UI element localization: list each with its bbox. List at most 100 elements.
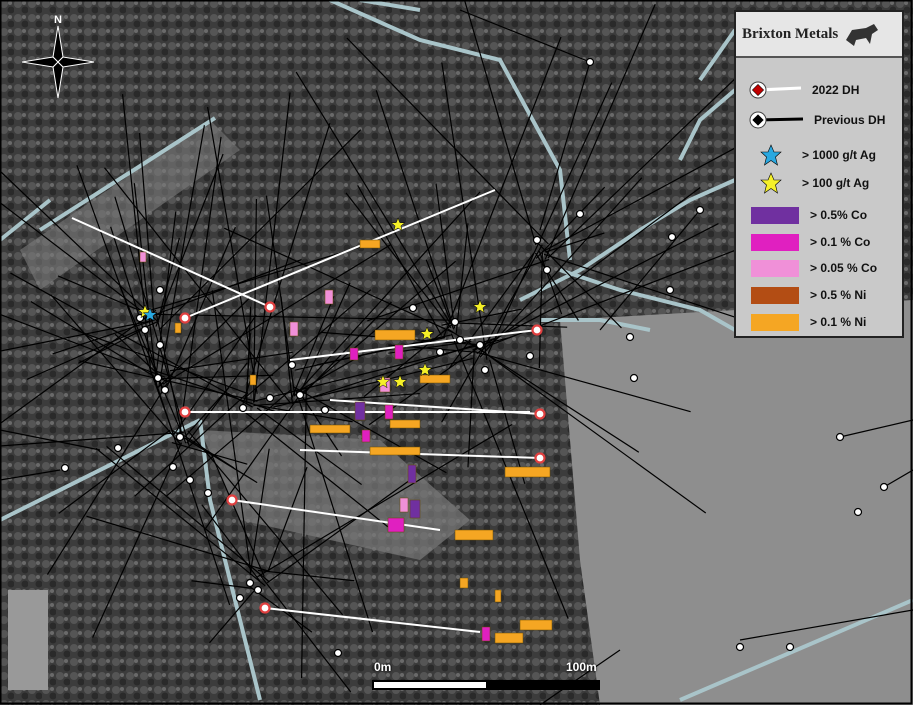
previous-collar[interactable] [140, 325, 150, 335]
previous-drill-trace [79, 360, 258, 402]
black-collar-icon [749, 111, 804, 129]
assay-interval [459, 577, 469, 589]
2022-collar[interactable] [259, 602, 271, 614]
previous-drill-trace [295, 389, 374, 633]
previous-drill-trace [58, 429, 171, 514]
legend-item-100-ag: > 100 g/t Ag [736, 172, 902, 194]
legend-item-1000-ag: > 1000 g/t Ag [736, 144, 902, 166]
2022-collar[interactable] [179, 406, 191, 418]
previous-collar[interactable] [245, 578, 255, 588]
previous-collar[interactable] [455, 335, 465, 345]
previous-collar[interactable] [853, 507, 863, 517]
previous-drill-trace [295, 71, 451, 324]
assay-interval [374, 329, 416, 341]
previous-drill-trace [253, 92, 291, 403]
previous-drill-trace [0, 170, 159, 323]
legend-item-co-05: > 0.5% Co [736, 205, 902, 225]
high-grade-ag-star [142, 307, 158, 322]
previous-drill-trace [209, 587, 258, 644]
previous-collar[interactable] [667, 232, 677, 242]
previous-drill-trace [290, 295, 335, 400]
previous-collar[interactable] [475, 340, 485, 350]
previous-collar[interactable] [695, 205, 705, 215]
previous-drill-trace [739, 609, 913, 641]
previous-drill-trace [10, 272, 253, 408]
previous-drill-trace [171, 442, 248, 465]
previous-collar[interactable] [168, 462, 178, 472]
previous-collar[interactable] [879, 482, 889, 492]
previous-collar[interactable] [408, 303, 418, 313]
previous-collar[interactable] [532, 235, 542, 245]
previous-collar[interactable] [835, 432, 845, 442]
previous-drill-trace [538, 250, 563, 315]
previous-collar[interactable] [153, 373, 163, 383]
previous-collar[interactable] [525, 351, 535, 361]
previous-collar[interactable] [480, 365, 490, 375]
assay-interval [174, 322, 182, 334]
drill-collars[interactable] [60, 57, 889, 658]
assay-interval [494, 589, 502, 603]
previous-collar[interactable] [265, 393, 275, 403]
2022-collar[interactable] [264, 301, 276, 313]
previous-collar[interactable] [253, 585, 263, 595]
previous-collar[interactable] [155, 340, 165, 350]
previous-collar[interactable] [60, 463, 70, 473]
previous-drill-trace [357, 185, 443, 336]
previous-drill-trace [162, 243, 392, 385]
previous-collar[interactable] [155, 285, 165, 295]
previous-drill-trace [171, 429, 258, 484]
previous-drill-trace [452, 322, 568, 328]
2022-collar[interactable] [531, 324, 543, 336]
scale-bar-graphic [372, 680, 600, 690]
assay-interval [369, 446, 421, 456]
previous-collar[interactable] [287, 360, 297, 370]
previous-drill-trace [375, 90, 453, 323]
2022-collar[interactable] [226, 494, 238, 506]
previous-drill-trace [155, 311, 184, 438]
previous-collar[interactable] [665, 285, 675, 295]
previous-collar[interactable] [160, 385, 170, 395]
previous-collar[interactable] [333, 648, 343, 658]
previous-drill-trace [0, 469, 61, 481]
previous-collar[interactable] [735, 642, 745, 652]
assay-interval [519, 619, 553, 631]
previous-drill-trace [293, 191, 481, 397]
previous-collar[interactable] [203, 488, 213, 498]
previous-drill-trace [249, 448, 270, 576]
purple-swatch [751, 206, 799, 224]
previous-drill-trace [241, 122, 331, 407]
ag-star [392, 374, 408, 389]
scale-start-label: 0m [374, 660, 392, 674]
previous-collar[interactable] [113, 443, 123, 453]
previous-collar[interactable] [320, 405, 330, 415]
previous-collar[interactable] [175, 432, 185, 442]
previous-collar[interactable] [585, 57, 595, 67]
previous-collar[interactable] [435, 347, 445, 357]
company-name: Brixton Metals [742, 25, 839, 42]
previous-drill-trace [259, 574, 352, 693]
previous-collar[interactable] [295, 390, 305, 400]
previous-drill-trace [257, 569, 355, 582]
previous-collar[interactable] [450, 317, 460, 327]
previous-collar[interactable] [625, 332, 635, 342]
previous-collar[interactable] [185, 475, 195, 485]
assay-interval [324, 289, 334, 305]
previous-collar[interactable] [629, 373, 639, 383]
previous-collar[interactable] [542, 265, 552, 275]
2022-collar[interactable] [534, 452, 546, 464]
assay-interval [349, 347, 359, 361]
previous-collar[interactable] [238, 403, 248, 413]
2022-collar[interactable] [534, 408, 546, 420]
assay-interval [354, 401, 366, 421]
previous-collar[interactable] [575, 209, 585, 219]
pink-swatch [751, 259, 799, 277]
previous-collar[interactable] [785, 642, 795, 652]
previous-drill-trace [255, 404, 353, 423]
2022-collar[interactable] [179, 312, 191, 324]
previous-drill-trace [246, 306, 252, 405]
previous-collar[interactable] [235, 593, 245, 603]
previous-drill-trace [71, 327, 249, 395]
assay-interval [394, 344, 404, 360]
